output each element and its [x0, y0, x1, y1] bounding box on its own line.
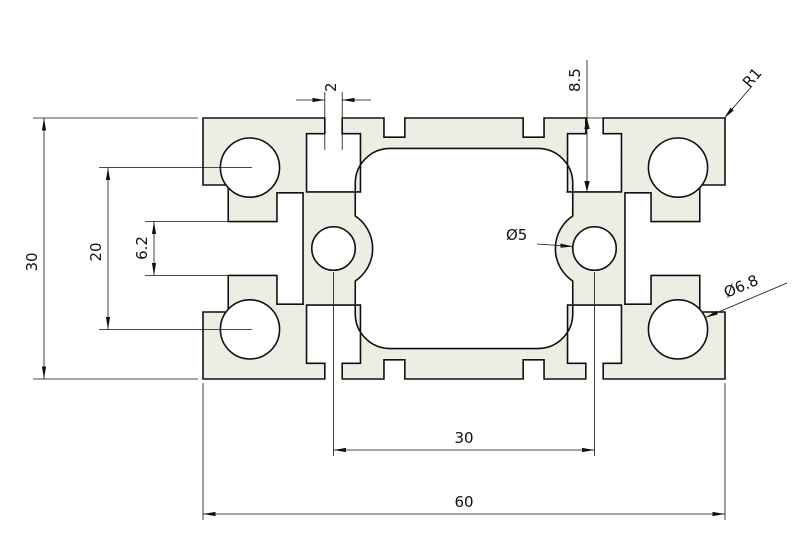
dim-top-slot-opening-label: 2 — [322, 82, 340, 92]
dim-slot-depth: 8.5 — [566, 60, 604, 193]
radius-callout-label: R1 — [739, 64, 766, 91]
corner-hole-top-right — [648, 138, 707, 197]
arrowhead — [584, 118, 590, 129]
profile-outline — [203, 118, 725, 379]
dim-hole-pitch-horizontal: 30 — [333, 272, 595, 456]
dim-top-slot-opening: 2 — [296, 82, 371, 150]
center-hole-callout: Ø5 — [506, 226, 573, 248]
leader-line — [723, 85, 753, 119]
dim-slot-depth-label: 8.5 — [566, 68, 584, 92]
dim-side-slot-opening: 6.2 — [133, 221, 232, 276]
dim-overall-height-label: 30 — [23, 252, 41, 271]
leader-line — [536, 243, 573, 248]
leader-line — [705, 282, 788, 318]
dim-overall-width: 60 — [202, 383, 726, 520]
dim-hole-pitch-horizontal-label: 30 — [454, 429, 473, 447]
radius-callout: R1 — [723, 64, 766, 119]
dim-side-slot-opening-label: 6.2 — [133, 236, 151, 260]
dim-hole-pitch-vertical-label: 20 — [87, 242, 105, 261]
center-hole-left — [312, 227, 356, 271]
corner-hole-bottom-right — [648, 300, 707, 359]
dim-overall-width-label: 60 — [454, 493, 473, 511]
dim-hole-pitch-vertical: 20 — [87, 167, 252, 330]
dim-overall-height: 30 — [23, 117, 198, 380]
corner-hole-callout: Ø6.8 — [705, 271, 788, 318]
center-hole-right — [573, 227, 617, 271]
corner-hole-diameter-label: Ø6.8 — [721, 271, 761, 302]
profile-body — [203, 118, 725, 379]
center-hole-diameter-label: Ø5 — [506, 226, 527, 244]
arrowhead — [584, 181, 590, 192]
